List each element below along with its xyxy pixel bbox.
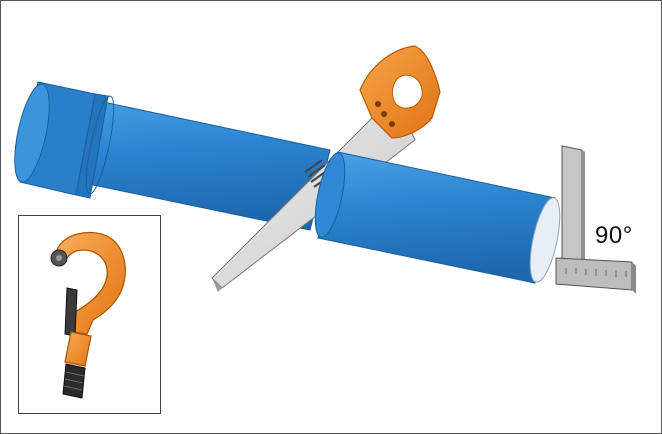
pipe-cutter-icon — [19, 216, 160, 413]
pipe-right-segment — [309, 150, 565, 284]
set-square-icon — [556, 146, 636, 294]
inset-pipe-cutter-box — [18, 215, 161, 414]
angle-label: 90° — [595, 222, 633, 250]
